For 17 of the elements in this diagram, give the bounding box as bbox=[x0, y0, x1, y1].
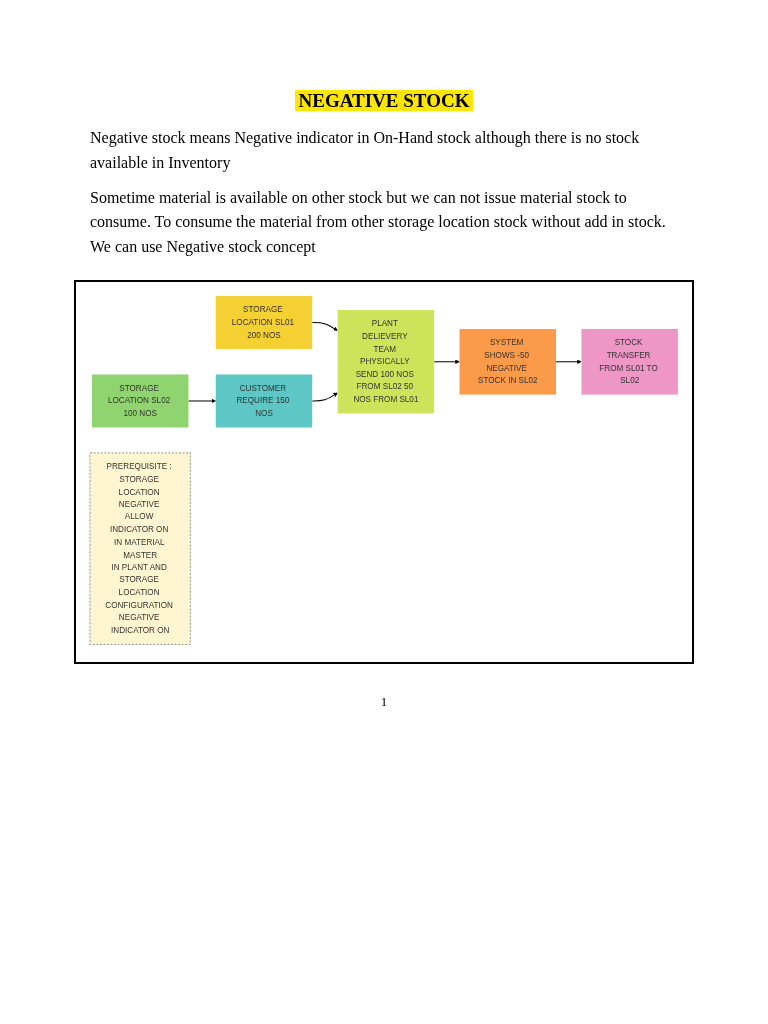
node-box bbox=[89, 452, 191, 645]
node-box bbox=[337, 310, 435, 414]
paragraph: Sometime material is available on other stock but we can not issue material stock to consume. To consume the material from other storage location stock without add in stock. We can use Negative stock concept bbox=[90, 187, 667, 258]
page-number: 1 bbox=[379, 694, 389, 711]
diagram-frame: STORAGE LOCATION SL01 200 NOS STORAGE LOCATION SL02 100 NOS CUSTOMER REQUIRE 150 NOS PLANT DELIEVERY TEAM PHYSICALLY SEND 100 NOS FROM SL02 50 NOS FROM SL01 SYSTEM SHOWS -50 NEGATIVE STOCK IN SL02 STOCK TRANSFER FROM SL01 TO SL02 PREREQUISITE : STORAGE LOCATION NEGATIVE ALLOW INDICATOR ON IN MATERIAL MASTER IN PLANT AND STORAGE LOCATION CONFIGURATION NEGATIVE INDICATOR ON bbox=[74, 280, 694, 665]
node-box bbox=[215, 296, 313, 350]
arrow bbox=[555, 359, 582, 364]
node-box bbox=[215, 374, 313, 428]
arrow bbox=[187, 398, 216, 404]
arrow bbox=[311, 392, 338, 402]
node-box bbox=[581, 328, 678, 395]
node-box bbox=[91, 374, 189, 428]
node-box bbox=[459, 328, 557, 395]
title: NEGATIVE STOCK bbox=[294, 90, 474, 111]
paragraph: Negative stock means Negative indicator in On-Hand stock although there is no stock available in Inventory bbox=[90, 128, 641, 174]
arrow bbox=[433, 359, 460, 364]
arrow bbox=[311, 322, 338, 331]
